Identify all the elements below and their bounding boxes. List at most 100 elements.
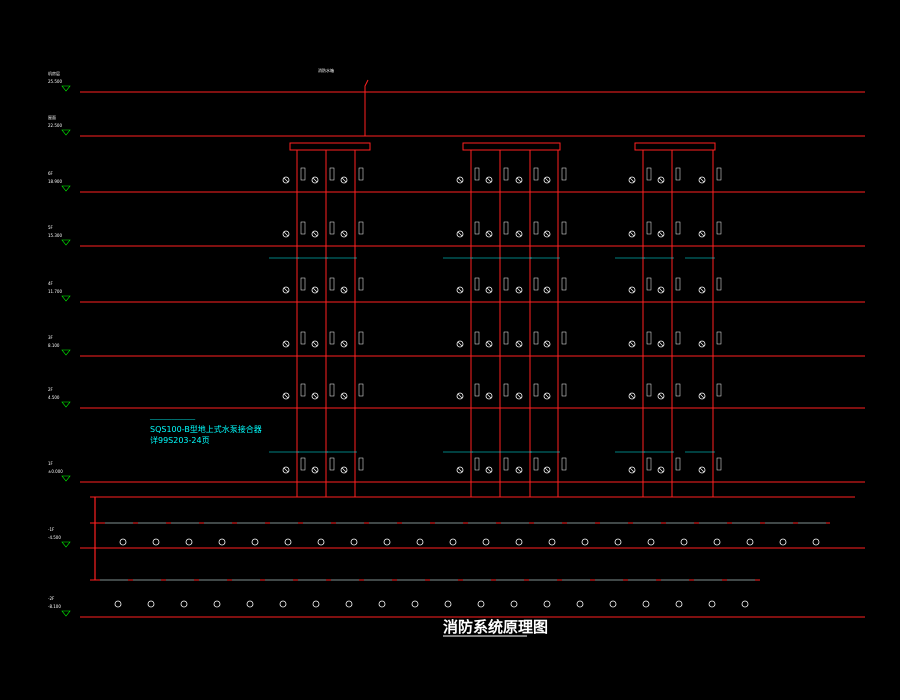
sprinkler-mark	[658, 393, 664, 399]
sprinkler-head	[628, 176, 636, 184]
elevation-marker	[61, 610, 71, 617]
floor-name: -1F	[48, 527, 55, 532]
sprinkler-head	[282, 340, 290, 348]
pipe-tag	[675, 331, 681, 345]
pipe-tag	[474, 383, 480, 397]
pipe-tag	[716, 221, 722, 235]
pipe-tag	[716, 277, 722, 291]
b2-sprinkler	[411, 600, 419, 608]
elevation-marker	[61, 295, 71, 302]
sprinkler-mark	[341, 393, 347, 399]
floor-elevation: 4.500	[48, 395, 60, 400]
floor-name: 机房层	[48, 70, 60, 76]
b1-sprinkler	[614, 538, 622, 546]
pipe-tag	[329, 331, 335, 345]
sprinkler-mark	[658, 341, 664, 347]
pipe-tag	[561, 221, 567, 235]
sprinkler-head	[456, 230, 464, 238]
b2-sprinkler	[180, 600, 188, 608]
pipe-tag	[358, 221, 364, 235]
b1-sprinkler	[119, 538, 127, 546]
floor-elevation: 22.500	[48, 123, 62, 128]
riser-pipes	[269, 79, 716, 497]
floor-elevation: 18.900	[48, 179, 62, 184]
sprinkler-mark	[457, 341, 463, 347]
pipe-tag	[300, 277, 306, 291]
sprinkler-mark	[341, 467, 347, 473]
pipe-tag	[646, 331, 652, 345]
floor-elevation: -8.100	[48, 604, 61, 609]
sprinkler-head	[543, 286, 551, 294]
sprinkler-mark	[629, 287, 635, 293]
b2-sprinkler	[147, 600, 155, 608]
sprinkler-mark	[544, 287, 550, 293]
sprinkler-mark	[516, 287, 522, 293]
sprinkler-mark	[486, 393, 492, 399]
b2-sprinkler	[312, 600, 320, 608]
sprinkler-mark	[312, 393, 318, 399]
sprinkler-head	[515, 466, 523, 474]
pipe-tag	[329, 167, 335, 181]
b1-sprinkler	[416, 538, 424, 546]
sprinkler-head	[456, 466, 464, 474]
b1-sprinkler	[515, 538, 523, 546]
sprinkler-mark	[699, 467, 705, 473]
b2-sprinkler	[741, 600, 749, 608]
b1-sprinkler	[548, 538, 556, 546]
pipe-tag	[716, 167, 722, 181]
sprinkler-mark	[283, 177, 289, 183]
sprinkler-head	[282, 286, 290, 294]
b1-sprinkler	[746, 538, 754, 546]
pipe-tag	[300, 167, 306, 181]
pipe-tag	[646, 221, 652, 235]
sprinkler-head	[657, 392, 665, 400]
sprinkler-head	[340, 176, 348, 184]
pipe-tag	[474, 221, 480, 235]
sprinkler-head	[340, 466, 348, 474]
sprinkler-head	[698, 286, 706, 294]
sprinkler-head	[485, 176, 493, 184]
sprinkler-head	[282, 176, 290, 184]
b1-sprinkler	[581, 538, 589, 546]
sprinkler-head	[311, 466, 319, 474]
b1-sprinkler	[350, 538, 358, 546]
sprinkler-mark	[516, 341, 522, 347]
sprinkler-mark	[457, 467, 463, 473]
roof-header	[289, 142, 371, 151]
b2-sprinkler	[675, 600, 683, 608]
sprinkler-head	[628, 466, 636, 474]
pipe-tag	[300, 221, 306, 235]
sprinkler-head	[311, 392, 319, 400]
pipe-tag	[675, 277, 681, 291]
sprinkler-head	[340, 286, 348, 294]
sprinkler-mark	[283, 341, 289, 347]
pipe-tag	[675, 457, 681, 471]
floor-name: 屋面	[48, 114, 56, 120]
sprinkler-head	[657, 176, 665, 184]
pipe-tag	[329, 221, 335, 235]
elevation-marker	[61, 475, 71, 482]
basement-pipes	[90, 496, 855, 608]
note-line-2: 详99S203-24页	[150, 435, 210, 445]
pipe-tag	[675, 167, 681, 181]
pipe-tag	[358, 457, 364, 471]
sprinkler-head	[698, 230, 706, 238]
pipe-tag	[533, 457, 539, 471]
sprinkler-mark	[658, 467, 664, 473]
pipe-tag	[716, 457, 722, 471]
pipe-tag	[474, 167, 480, 181]
sprinkler-mark	[312, 467, 318, 473]
pipe-tag	[503, 167, 509, 181]
pipe-tag	[358, 331, 364, 345]
elevation-marker	[61, 85, 71, 92]
sprinkler-head	[698, 176, 706, 184]
sprinkler-mark	[283, 231, 289, 237]
sprinkler-mark	[629, 467, 635, 473]
note-header: ───────────────	[149, 417, 196, 423]
sprinkler-head	[543, 340, 551, 348]
sprinkler-mark	[544, 467, 550, 473]
sprinkler-head	[543, 392, 551, 400]
pipe-tag	[300, 331, 306, 345]
b1-sprinkler	[218, 538, 226, 546]
sprinkler-head	[311, 340, 319, 348]
